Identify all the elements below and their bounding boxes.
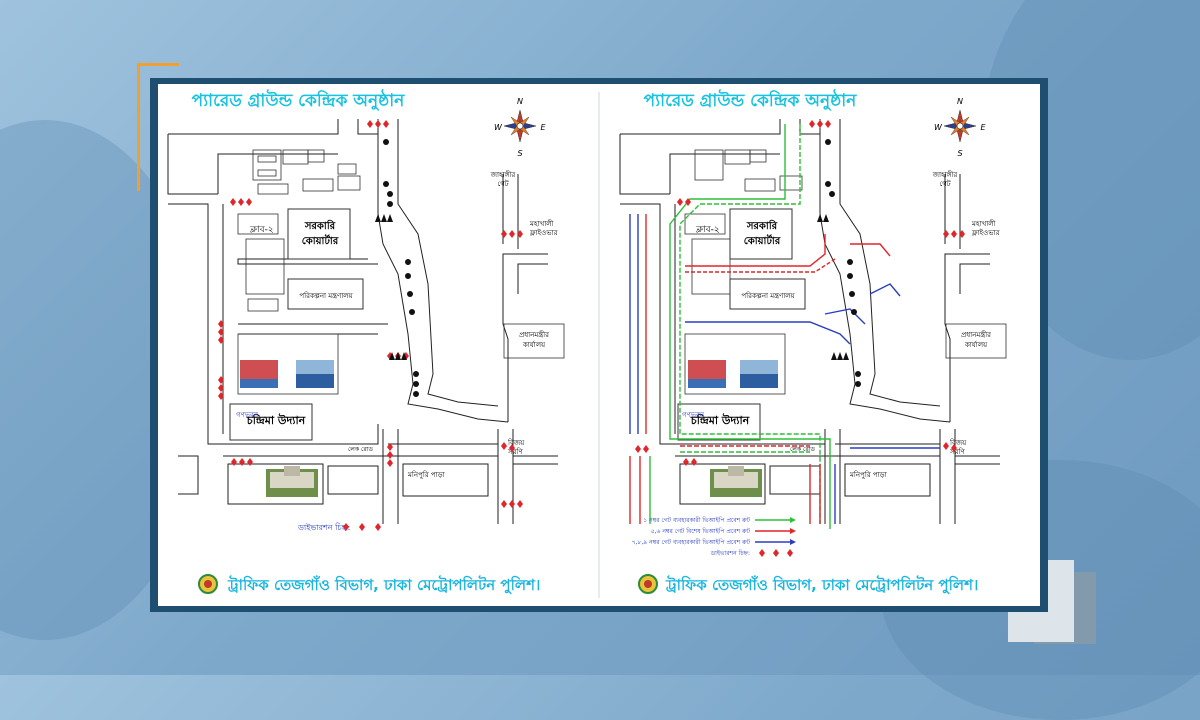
label-bijoy-1: বিজয়: [949, 439, 967, 447]
map-title: প্যারেড গ্রাউন্ড কেন্দ্রিক অনুষ্ঠান: [192, 89, 406, 111]
label-govt-quarter-1: সরকারি: [304, 219, 336, 232]
label-lake-road: লেক রোড: [790, 446, 815, 453]
map-panel-inner: প্যারেড গ্রাউন্ড কেন্দ্রিক অনুষ্ঠান N S …: [158, 84, 1040, 606]
label-mohakhali-2: ফ্লাইওভার: [971, 229, 1000, 237]
label-chandrima: চন্দ্রিমা উদ্যান: [246, 413, 306, 427]
label-parikalpana: পরিকল্পনা মন্ত্রণালয়: [299, 292, 353, 300]
route-legend: ১ নম্বর গেট ব্যবহারকারী ভিআইপি প্রবেশ রু…: [632, 516, 796, 557]
label-parikalpana: পরিকল্পনা মন্ত্রণালয়: [741, 292, 795, 300]
label-club2: ক্লাব-২: [249, 225, 274, 235]
diversion-legend-label: ডাইভারশন চিহ্ন:: [297, 523, 350, 532]
compass-e: E: [540, 123, 546, 132]
label-mohakhali-2: ফ্লাইওভার: [529, 229, 558, 237]
gate-markers: [825, 139, 861, 387]
label-govt-quarter-2: কোয়ার্টার: [744, 233, 781, 247]
label-jahangir-1: জাহাঙ্গীর: [490, 170, 516, 179]
label-jahangir-2: গেট: [497, 179, 508, 188]
map-footer: ট্রাফিক তেজগাঁও বিভাগ, ঢাকা মেট্রোপলিটন …: [665, 575, 978, 594]
label-pm-office-2: কার্যালয়: [964, 341, 988, 349]
junction-markers: [375, 214, 407, 360]
compass-e: E: [980, 123, 986, 132]
map-canvas: প্যারেড গ্রাউন্ড কেন্দ্রিক অনুষ্ঠান N S …: [167, 89, 1007, 598]
legend-label-red: ৫,৬ নম্বর গেট বিশেষ ভিআইপি প্রবেশ রুট: [651, 527, 751, 535]
legend-label-green: ১ নম্বর গেট ব্যবহারকারী ভিআইপি প্রবেশ রু…: [643, 516, 750, 524]
label-monipuri: মনিপুরি পাড়া: [849, 471, 888, 479]
label-bijoy-2: সরণি: [507, 448, 523, 456]
right-map: প্যারেড গ্রাউন্ড কেন্দ্রিক অনুষ্ঠান N S …: [619, 89, 1007, 594]
compass-n: N: [957, 97, 963, 106]
label-pm-office-1: প্রধানমন্ত্রীর: [961, 330, 991, 339]
map-footer: ট্রাফিক তেজগাঁও বিভাগ, ঢাকা মেট্রোপলিটন …: [227, 575, 540, 594]
label-ganabhaban: গণভবন: [682, 411, 705, 419]
frame-accent-top: [137, 63, 179, 66]
frame-accent-left: [137, 63, 140, 191]
dmp-logo-icon: [198, 574, 218, 594]
compass-rose-icon: [503, 109, 537, 143]
gate-markers: [383, 139, 419, 397]
label-chandrima: চন্দ্রিমা উদ্যান: [690, 413, 750, 427]
left-map: প্যারেড গ্রাউন্ড কেন্দ্রিক অনুষ্ঠান N S …: [167, 89, 565, 594]
buildings: [677, 149, 1007, 441]
buildings: [229, 149, 565, 441]
dmp-logo-icon: [638, 574, 658, 594]
label-mohakhali-1: মহাখালী: [529, 219, 554, 228]
diversion-legend-label: ডাইভারশন চিহ্ন:: [710, 550, 750, 557]
label-bijoy-2: সরণি: [949, 448, 965, 456]
vip-routes: [629, 124, 940, 529]
compass-n: N: [517, 97, 523, 106]
compass-w: W: [934, 123, 943, 132]
label-lake-road: লেক রোড: [348, 446, 373, 453]
label-mohakhali-1: মহাখালী: [971, 219, 996, 228]
label-govt-quarter-2: কোয়ার্টার: [302, 233, 339, 247]
label-bijoy-1: বিজয়: [507, 439, 525, 447]
label-pm-office-2: কার্যালয়: [522, 341, 546, 349]
label-club2: ক্লাব-২: [695, 225, 720, 235]
label-jahangir-2: গেট: [939, 179, 950, 188]
compass-w: W: [494, 123, 503, 132]
map-panel: প্যারেড গ্রাউন্ড কেন্দ্রিক অনুষ্ঠান N S …: [150, 78, 1048, 612]
compass-s: S: [517, 149, 522, 158]
junction-markers: [817, 214, 849, 360]
map-title: প্যারেড গ্রাউন্ড কেন্দ্রিক অনুষ্ঠান: [644, 89, 858, 111]
label-ganabhaban: গণভবন: [236, 411, 259, 419]
label-jahangir-1: জাহাঙ্গীর: [932, 170, 958, 179]
label-govt-quarter-1: সরকারি: [746, 219, 778, 232]
label-pm-office-1: প্রধানমন্ত্রীর: [519, 330, 549, 339]
legend-label-blue: ৭,৮,৯ নম্বর গেট ব্যবহারকারী ভিআইপি প্রবে…: [632, 538, 751, 546]
compass-rose-icon: [943, 109, 977, 143]
compass-s: S: [957, 149, 962, 158]
label-monipuri: মনিপুরি পাড়া: [407, 471, 446, 479]
